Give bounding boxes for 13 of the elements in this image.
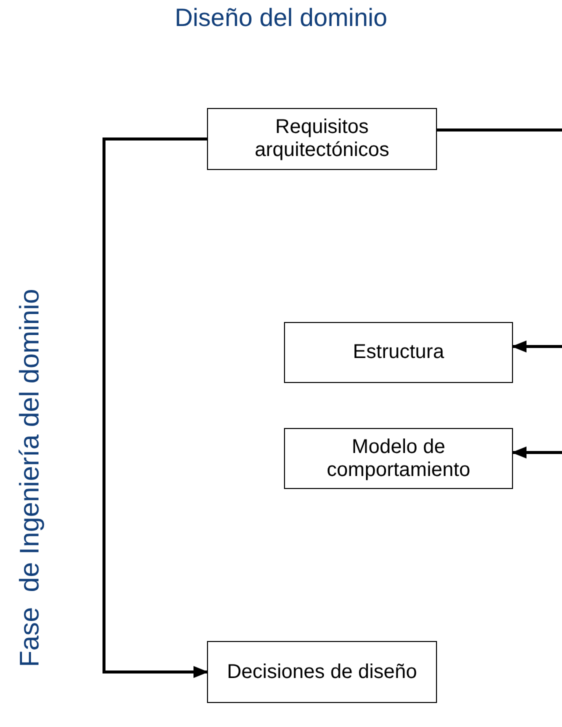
arrow — [512, 340, 562, 352]
arrow — [512, 446, 562, 458]
process-box — [207, 641, 437, 703]
process-box — [284, 322, 513, 383]
box-label: Estructura — [352, 341, 444, 364]
box-label: Modelo de comportamiento — [326, 436, 472, 482]
box-label: Decisiones de diseño — [226, 660, 418, 684]
process-box — [207, 108, 437, 170]
vertical-heading: Fase de Ingeniería del dominio — [14, 288, 46, 668]
box-label: Requisitos arquitectónicos — [254, 116, 390, 162]
process-box — [284, 428, 513, 489]
arrow — [102, 138, 208, 678]
title: Diseño del dominio — [174, 4, 388, 33]
